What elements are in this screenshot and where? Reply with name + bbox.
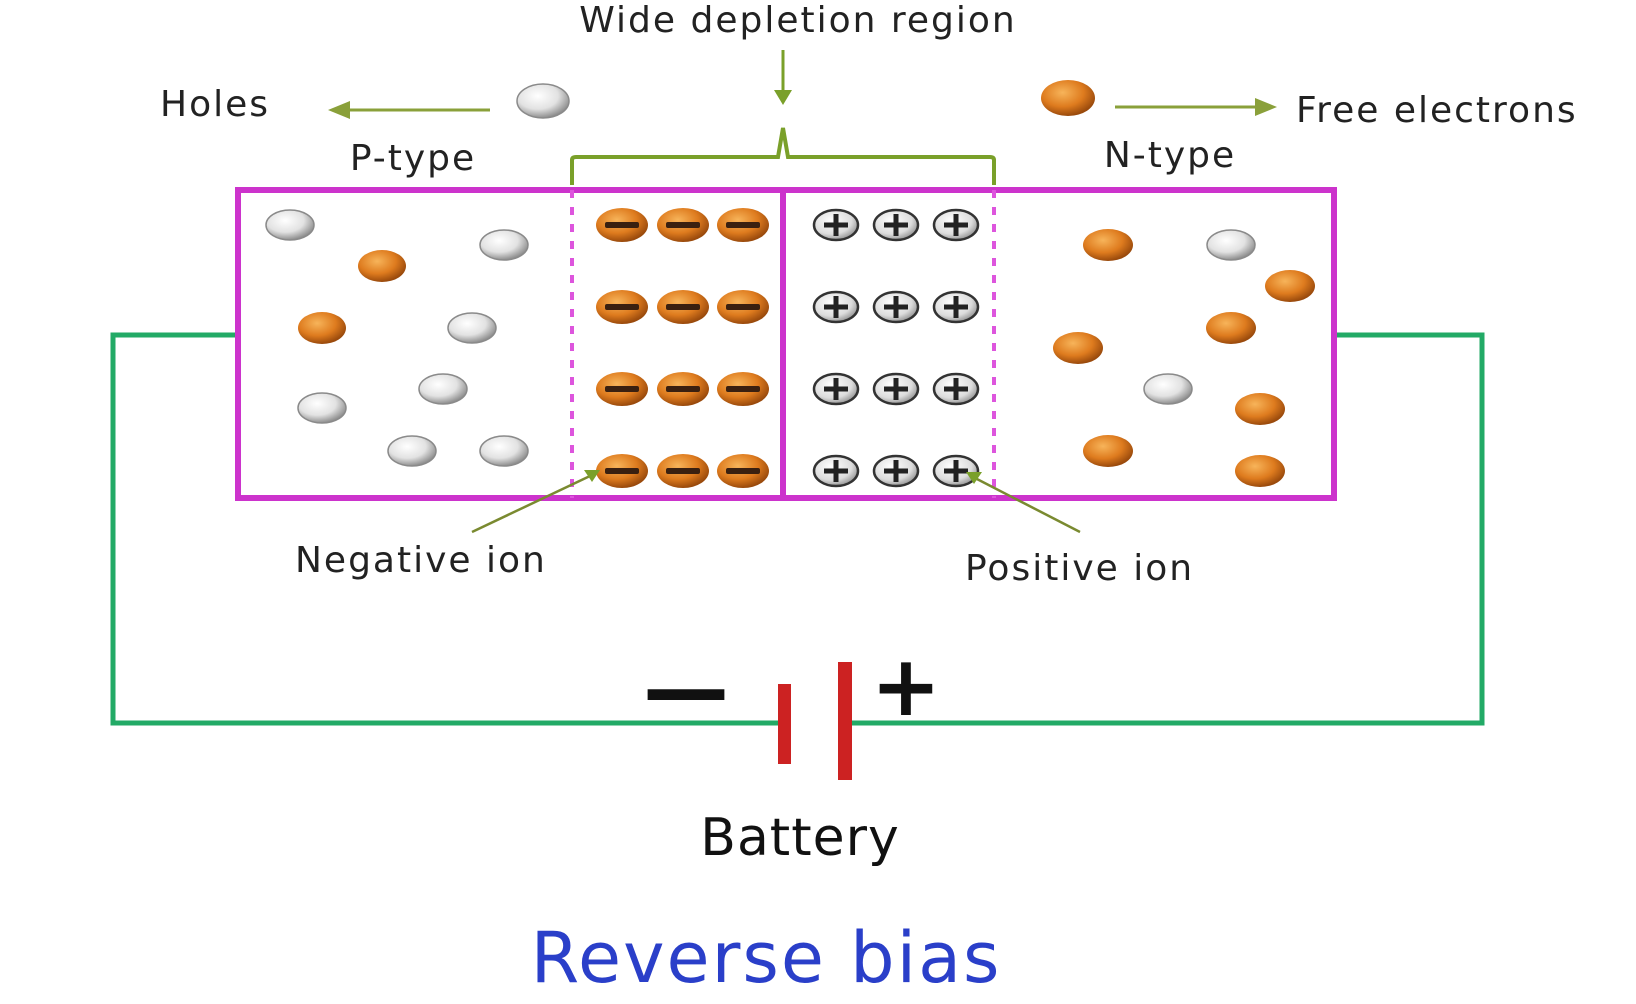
positive-ion-label: Positive ion xyxy=(965,548,1194,589)
hole xyxy=(265,209,315,241)
battery-negative-plate xyxy=(778,684,791,764)
negative-ion-pointer xyxy=(471,470,600,534)
positive-ion xyxy=(812,290,860,324)
positive-ion xyxy=(812,372,860,406)
plus-symbol xyxy=(824,378,848,400)
negative-ion xyxy=(596,290,648,324)
n-type-label: N-type xyxy=(1104,135,1236,176)
depletion-pointer-arrow xyxy=(774,50,792,105)
plus-symbol xyxy=(944,378,968,400)
free-electron xyxy=(1235,393,1285,425)
positive-ion xyxy=(932,290,980,324)
electron-legend-icon xyxy=(1041,80,1095,116)
minus-symbol xyxy=(605,468,639,474)
negative-ion xyxy=(717,290,769,324)
positive-ion xyxy=(872,372,920,406)
n-region-carriers xyxy=(1053,229,1315,487)
negative-ion-label: Negative ion xyxy=(295,540,547,581)
minus-symbol xyxy=(666,304,700,310)
holes-arrow xyxy=(328,101,490,119)
minus-symbol xyxy=(726,386,760,392)
negative-ion xyxy=(657,208,709,242)
plus-symbol xyxy=(884,296,908,318)
minus-symbol xyxy=(726,468,760,474)
hole xyxy=(1143,373,1193,405)
plus-symbol xyxy=(944,214,968,236)
depletion-bracket xyxy=(570,127,996,185)
negative-ion xyxy=(596,208,648,242)
battery-positive-plate xyxy=(838,662,852,780)
wide-depletion-label: Wide depletion region xyxy=(579,0,1017,41)
diagram-title: Reverse bias xyxy=(531,917,1002,999)
positive-ion xyxy=(932,372,980,406)
plus-symbol xyxy=(944,296,968,318)
hole xyxy=(1206,229,1256,261)
negative-ions xyxy=(596,208,769,488)
free-electron xyxy=(358,250,406,282)
electrons-arrow xyxy=(1115,98,1277,116)
p-type-label: P-type xyxy=(350,138,476,179)
free-electron xyxy=(1235,455,1285,487)
negative-ion xyxy=(717,372,769,406)
free-electron xyxy=(1206,312,1256,344)
free-electron xyxy=(1265,270,1315,302)
hole-legend-icon xyxy=(516,83,570,119)
plus-symbol xyxy=(944,460,968,482)
hole xyxy=(447,312,497,344)
hole xyxy=(387,435,437,467)
minus-symbol xyxy=(666,386,700,392)
positive-ion xyxy=(932,208,980,242)
free-electron xyxy=(1053,332,1103,364)
battery xyxy=(778,662,852,780)
positive-ions xyxy=(812,208,980,488)
positive-ion-pointer xyxy=(966,472,1081,534)
battery-label: Battery xyxy=(700,808,899,868)
negative-ion xyxy=(657,372,709,406)
p-region-carriers xyxy=(265,209,529,467)
negative-ion xyxy=(657,454,709,488)
hole xyxy=(297,392,347,424)
holes-label: Holes xyxy=(160,84,270,125)
minus-symbol xyxy=(666,468,700,474)
plus-symbol xyxy=(884,460,908,482)
hole xyxy=(479,435,529,467)
minus-symbol xyxy=(666,222,700,228)
negative-ion xyxy=(657,290,709,324)
battery-plus-sign: + xyxy=(871,637,941,735)
free-electron xyxy=(1083,229,1133,261)
positive-ion xyxy=(932,454,980,488)
negative-ion xyxy=(717,454,769,488)
free-electrons-label: Free electrons xyxy=(1296,90,1578,131)
positive-ion xyxy=(872,454,920,488)
plus-symbol xyxy=(824,296,848,318)
free-electron xyxy=(298,312,346,344)
positive-ion xyxy=(872,290,920,324)
positive-ion xyxy=(872,208,920,242)
minus-symbol xyxy=(726,304,760,310)
plus-symbol xyxy=(824,460,848,482)
plus-symbol xyxy=(884,378,908,400)
positive-ion xyxy=(812,454,860,488)
battery-minus-sign: — xyxy=(643,639,729,739)
negative-ion xyxy=(717,208,769,242)
circuit-wire xyxy=(110,332,1485,726)
negative-ion xyxy=(596,454,648,488)
pn-junction xyxy=(235,187,1337,501)
plus-symbol xyxy=(824,214,848,236)
free-electron xyxy=(1083,435,1133,467)
hole xyxy=(418,373,468,405)
negative-ion xyxy=(596,372,648,406)
hole xyxy=(479,229,529,261)
minus-symbol xyxy=(726,222,760,228)
minus-symbol xyxy=(605,386,639,392)
minus-symbol xyxy=(605,304,639,310)
plus-symbol xyxy=(884,214,908,236)
minus-symbol xyxy=(605,222,639,228)
positive-ion xyxy=(812,208,860,242)
